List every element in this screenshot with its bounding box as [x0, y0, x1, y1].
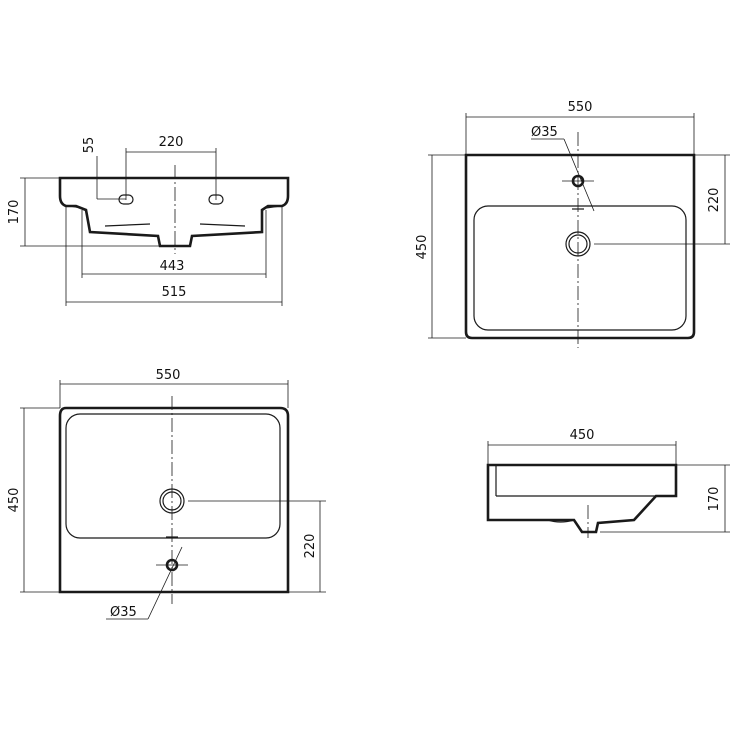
top-right-width-dimension: 550	[465, 100, 695, 155]
side-depth-dimension: 450	[487, 428, 677, 465]
top-right-tap-hole-diameter-label: Ø35	[531, 125, 558, 140]
top-right-depth-dimension: 450	[415, 154, 466, 339]
top-right-depth-label: 450	[415, 235, 430, 260]
top-view-left: 550 450 220 Ø35	[7, 368, 326, 620]
top-view-right: 550 Ø35 220 450	[415, 100, 730, 348]
side-height-label: 170	[707, 487, 722, 512]
front-hole-spacing-dimension: 220	[125, 135, 217, 200]
front-view: 220 55 170 443 515	[7, 135, 290, 306]
side-depth-label: 450	[570, 428, 595, 443]
top-right-tap-hole-distance-label: 220	[707, 188, 722, 213]
front-inner-width-dimension: 443	[81, 210, 267, 278]
top-left-bowl	[65, 413, 281, 539]
side-view: 450 170	[486, 428, 730, 538]
front-hole-spacing-label: 220	[159, 135, 184, 150]
top-right-bowl	[473, 205, 687, 331]
top-left-width-label: 550	[156, 368, 181, 383]
side-view-outline	[486, 463, 678, 534]
front-inner-width-label: 443	[160, 259, 185, 274]
front-view-outline	[58, 176, 290, 248]
top-left-tap-hole-diameter: Ø35	[106, 546, 183, 620]
front-overall-width-label: 515	[162, 285, 187, 300]
top-left-depth-dimension: 450	[7, 407, 60, 593]
front-height-label: 170	[7, 200, 22, 225]
top-left-tap-hole-distance-label: 220	[303, 534, 318, 559]
front-hole-offset-dimension: 55	[82, 137, 126, 200]
side-height-dimension: 170	[600, 464, 730, 533]
front-hole-offset-label: 55	[82, 137, 97, 154]
top-left-depth-label: 450	[7, 488, 22, 513]
top-left-tap-hole-distance: 220	[188, 500, 326, 593]
top-right-tap-hole-distance: 220	[594, 154, 730, 245]
top-right-width-label: 550	[568, 100, 593, 115]
top-right-outline	[464, 153, 696, 340]
top-right-tap-hole-diameter: Ø35	[531, 125, 595, 212]
top-left-tap-hole-diameter-label: Ø35	[110, 605, 137, 620]
front-height-dimension: 170	[7, 177, 160, 247]
front-overall-width-dimension: 515	[65, 206, 283, 306]
top-left-width-dimension: 550	[59, 368, 289, 408]
